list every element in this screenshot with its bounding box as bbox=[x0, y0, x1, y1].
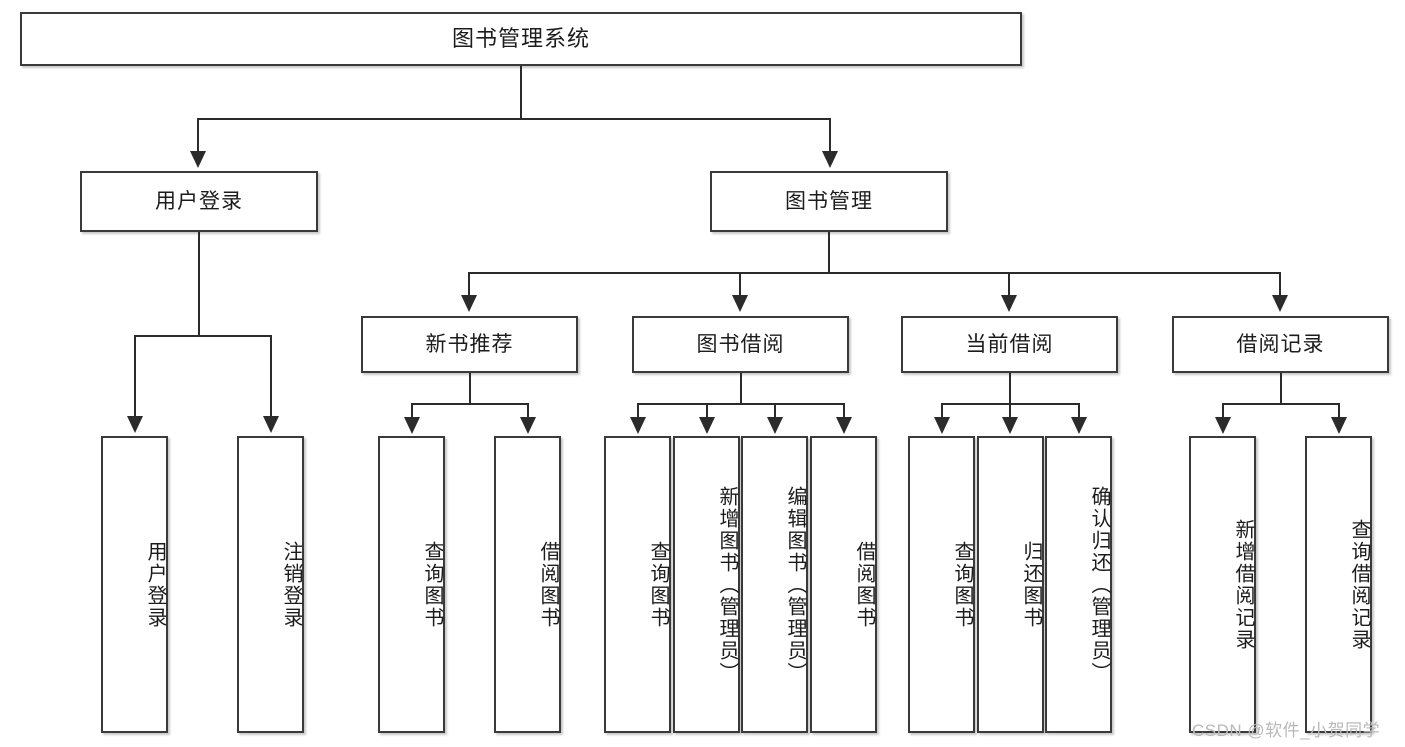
leaf-query-book-3[interactable]: 查询图书 bbox=[908, 436, 975, 733]
arrow-bm-to-book-borrow bbox=[732, 295, 748, 312]
leaf-logout-login-label: 注销登录 bbox=[280, 540, 302, 629]
leaf-logout-login[interactable]: 注销登录 bbox=[237, 436, 304, 733]
node-book-management[interactable]: 图书管理 bbox=[710, 171, 948, 232]
edge-book-management-bar bbox=[468, 272, 1281, 274]
arrow-bm-to-current-borrow bbox=[1001, 295, 1017, 312]
leaf-add-book[interactable]: 新增图书（管理员） bbox=[673, 436, 740, 733]
leaf-confirm-return-label: 确认归还（管理员） bbox=[1088, 485, 1110, 684]
leaf-borrow-book-1-label: 借阅图书 bbox=[537, 540, 559, 629]
leaf-edit-book-label: 编辑图书（管理员） bbox=[784, 485, 806, 684]
node-root-system[interactable]: 图书管理系统 bbox=[20, 12, 1022, 66]
edge-bm-to-book-borrow bbox=[739, 272, 741, 297]
arrow-user-login-to-leaf-2 bbox=[263, 416, 279, 433]
edge-nbr-bar bbox=[411, 403, 529, 405]
leaf-return-book[interactable]: 归还图书 bbox=[977, 436, 1044, 733]
leaf-user-login-label: 用户登录 bbox=[144, 540, 166, 629]
arrow-bm-to-borrow-record bbox=[1272, 295, 1288, 312]
arrow-nbr-to-leaf-2 bbox=[520, 417, 536, 434]
node-book-borrow[interactable]: 图书借阅 bbox=[632, 316, 849, 373]
edge-bb-bar bbox=[637, 403, 845, 405]
edge-br-to-leaf-1 bbox=[1222, 403, 1224, 419]
edge-user-login-to-leaf-1 bbox=[134, 335, 136, 418]
leaf-query-record[interactable]: 查询借阅记录 bbox=[1305, 436, 1372, 733]
leaf-query-record-label: 查询借阅记录 bbox=[1348, 518, 1370, 651]
edge-bb-to-leaf-4 bbox=[843, 403, 845, 419]
edge-nbr-trunk bbox=[469, 373, 471, 405]
edge-book-management-trunk bbox=[828, 232, 830, 274]
edge-cb-to-leaf-2 bbox=[1009, 403, 1011, 419]
arrow-br-to-leaf-2 bbox=[1331, 417, 1347, 434]
node-current-borrow-label: 当前借阅 bbox=[965, 332, 1054, 356]
arrow-nbr-to-leaf-1 bbox=[404, 417, 420, 434]
leaf-query-book-1-label: 查询图书 bbox=[421, 540, 443, 629]
arrow-root-to-book-management bbox=[822, 151, 838, 168]
leaf-confirm-return[interactable]: 确认归还（管理员） bbox=[1045, 436, 1112, 733]
edge-bb-to-leaf-3 bbox=[774, 403, 776, 419]
node-borrow-record-label: 借阅记录 bbox=[1236, 332, 1325, 356]
arrow-bm-to-new-book-recommend bbox=[461, 295, 477, 312]
leaf-add-record-label: 新增借阅记录 bbox=[1232, 518, 1254, 651]
node-user-login-label: 用户登录 bbox=[155, 189, 243, 213]
leaf-add-record[interactable]: 新增借阅记录 bbox=[1189, 436, 1256, 733]
edge-nbr-to-leaf-1 bbox=[411, 403, 413, 419]
leaf-borrow-book-2[interactable]: 借阅图书 bbox=[810, 436, 877, 733]
edge-bb-trunk bbox=[740, 373, 742, 405]
edge-user-login-to-leaf-2 bbox=[270, 335, 272, 418]
edge-user-login-trunk bbox=[198, 232, 200, 336]
leaf-query-book-2[interactable]: 查询图书 bbox=[604, 436, 671, 733]
edge-br-to-leaf-2 bbox=[1338, 403, 1340, 419]
arrow-root-to-user-login bbox=[190, 151, 206, 168]
arrow-user-login-to-leaf-1 bbox=[127, 416, 143, 433]
leaf-borrow-book-1[interactable]: 借阅图书 bbox=[494, 436, 561, 733]
leaf-add-book-label: 新增图书（管理员） bbox=[716, 485, 738, 684]
arrow-bb-to-leaf-4 bbox=[836, 417, 852, 434]
node-new-book-recommend-label: 新书推荐 bbox=[425, 332, 514, 356]
leaf-return-book-label: 归还图书 bbox=[1020, 540, 1042, 629]
node-borrow-record[interactable]: 借阅记录 bbox=[1172, 316, 1389, 373]
node-book-management-label: 图书管理 bbox=[785, 189, 873, 213]
edge-user-login-bar bbox=[134, 335, 272, 337]
edge-root-to-book-management bbox=[829, 118, 831, 153]
arrow-br-to-leaf-1 bbox=[1215, 417, 1231, 434]
csdn-watermark: CSDN @软件_小贺同学 bbox=[1192, 721, 1381, 740]
edge-bm-to-new-book-recommend bbox=[468, 272, 470, 297]
node-book-borrow-label: 图书借阅 bbox=[696, 332, 785, 356]
leaf-edit-book[interactable]: 编辑图书（管理员） bbox=[741, 436, 808, 733]
arrow-cb-to-leaf-2 bbox=[1002, 417, 1018, 434]
leaf-user-login[interactable]: 用户登录 bbox=[101, 436, 168, 733]
node-user-login[interactable]: 用户登录 bbox=[80, 171, 318, 232]
edge-bb-to-leaf-1 bbox=[637, 403, 639, 419]
node-root-label: 图书管理系统 bbox=[451, 25, 590, 51]
edge-cb-to-leaf-1 bbox=[941, 403, 943, 419]
edge-nbr-to-leaf-2 bbox=[527, 403, 529, 419]
edge-br-bar bbox=[1222, 403, 1340, 405]
leaf-query-book-3-label: 查询图书 bbox=[951, 540, 973, 629]
edge-root-bar bbox=[197, 118, 831, 120]
arrow-bb-to-leaf-1 bbox=[630, 417, 646, 434]
edge-cb-to-leaf-3 bbox=[1078, 403, 1080, 419]
leaf-query-book-2-label: 查询图书 bbox=[647, 540, 669, 629]
edge-bm-to-borrow-record bbox=[1279, 272, 1281, 297]
edge-root-to-user-login bbox=[197, 118, 199, 153]
arrow-bb-to-leaf-2 bbox=[699, 417, 715, 434]
edge-root-trunk bbox=[520, 66, 522, 119]
arrow-cb-to-leaf-3 bbox=[1071, 417, 1087, 434]
node-current-borrow[interactable]: 当前借阅 bbox=[901, 316, 1118, 373]
edge-bb-to-leaf-2 bbox=[706, 403, 708, 419]
leaf-query-book-1[interactable]: 查询图书 bbox=[378, 436, 445, 733]
node-new-book-recommend[interactable]: 新书推荐 bbox=[361, 316, 578, 373]
leaf-borrow-book-2-label: 借阅图书 bbox=[853, 540, 875, 629]
edge-cb-trunk bbox=[1009, 373, 1011, 405]
edge-bm-to-current-borrow bbox=[1008, 272, 1010, 297]
arrow-cb-to-leaf-1 bbox=[934, 417, 950, 434]
arrow-bb-to-leaf-3 bbox=[767, 417, 783, 434]
edge-br-trunk bbox=[1280, 373, 1282, 405]
